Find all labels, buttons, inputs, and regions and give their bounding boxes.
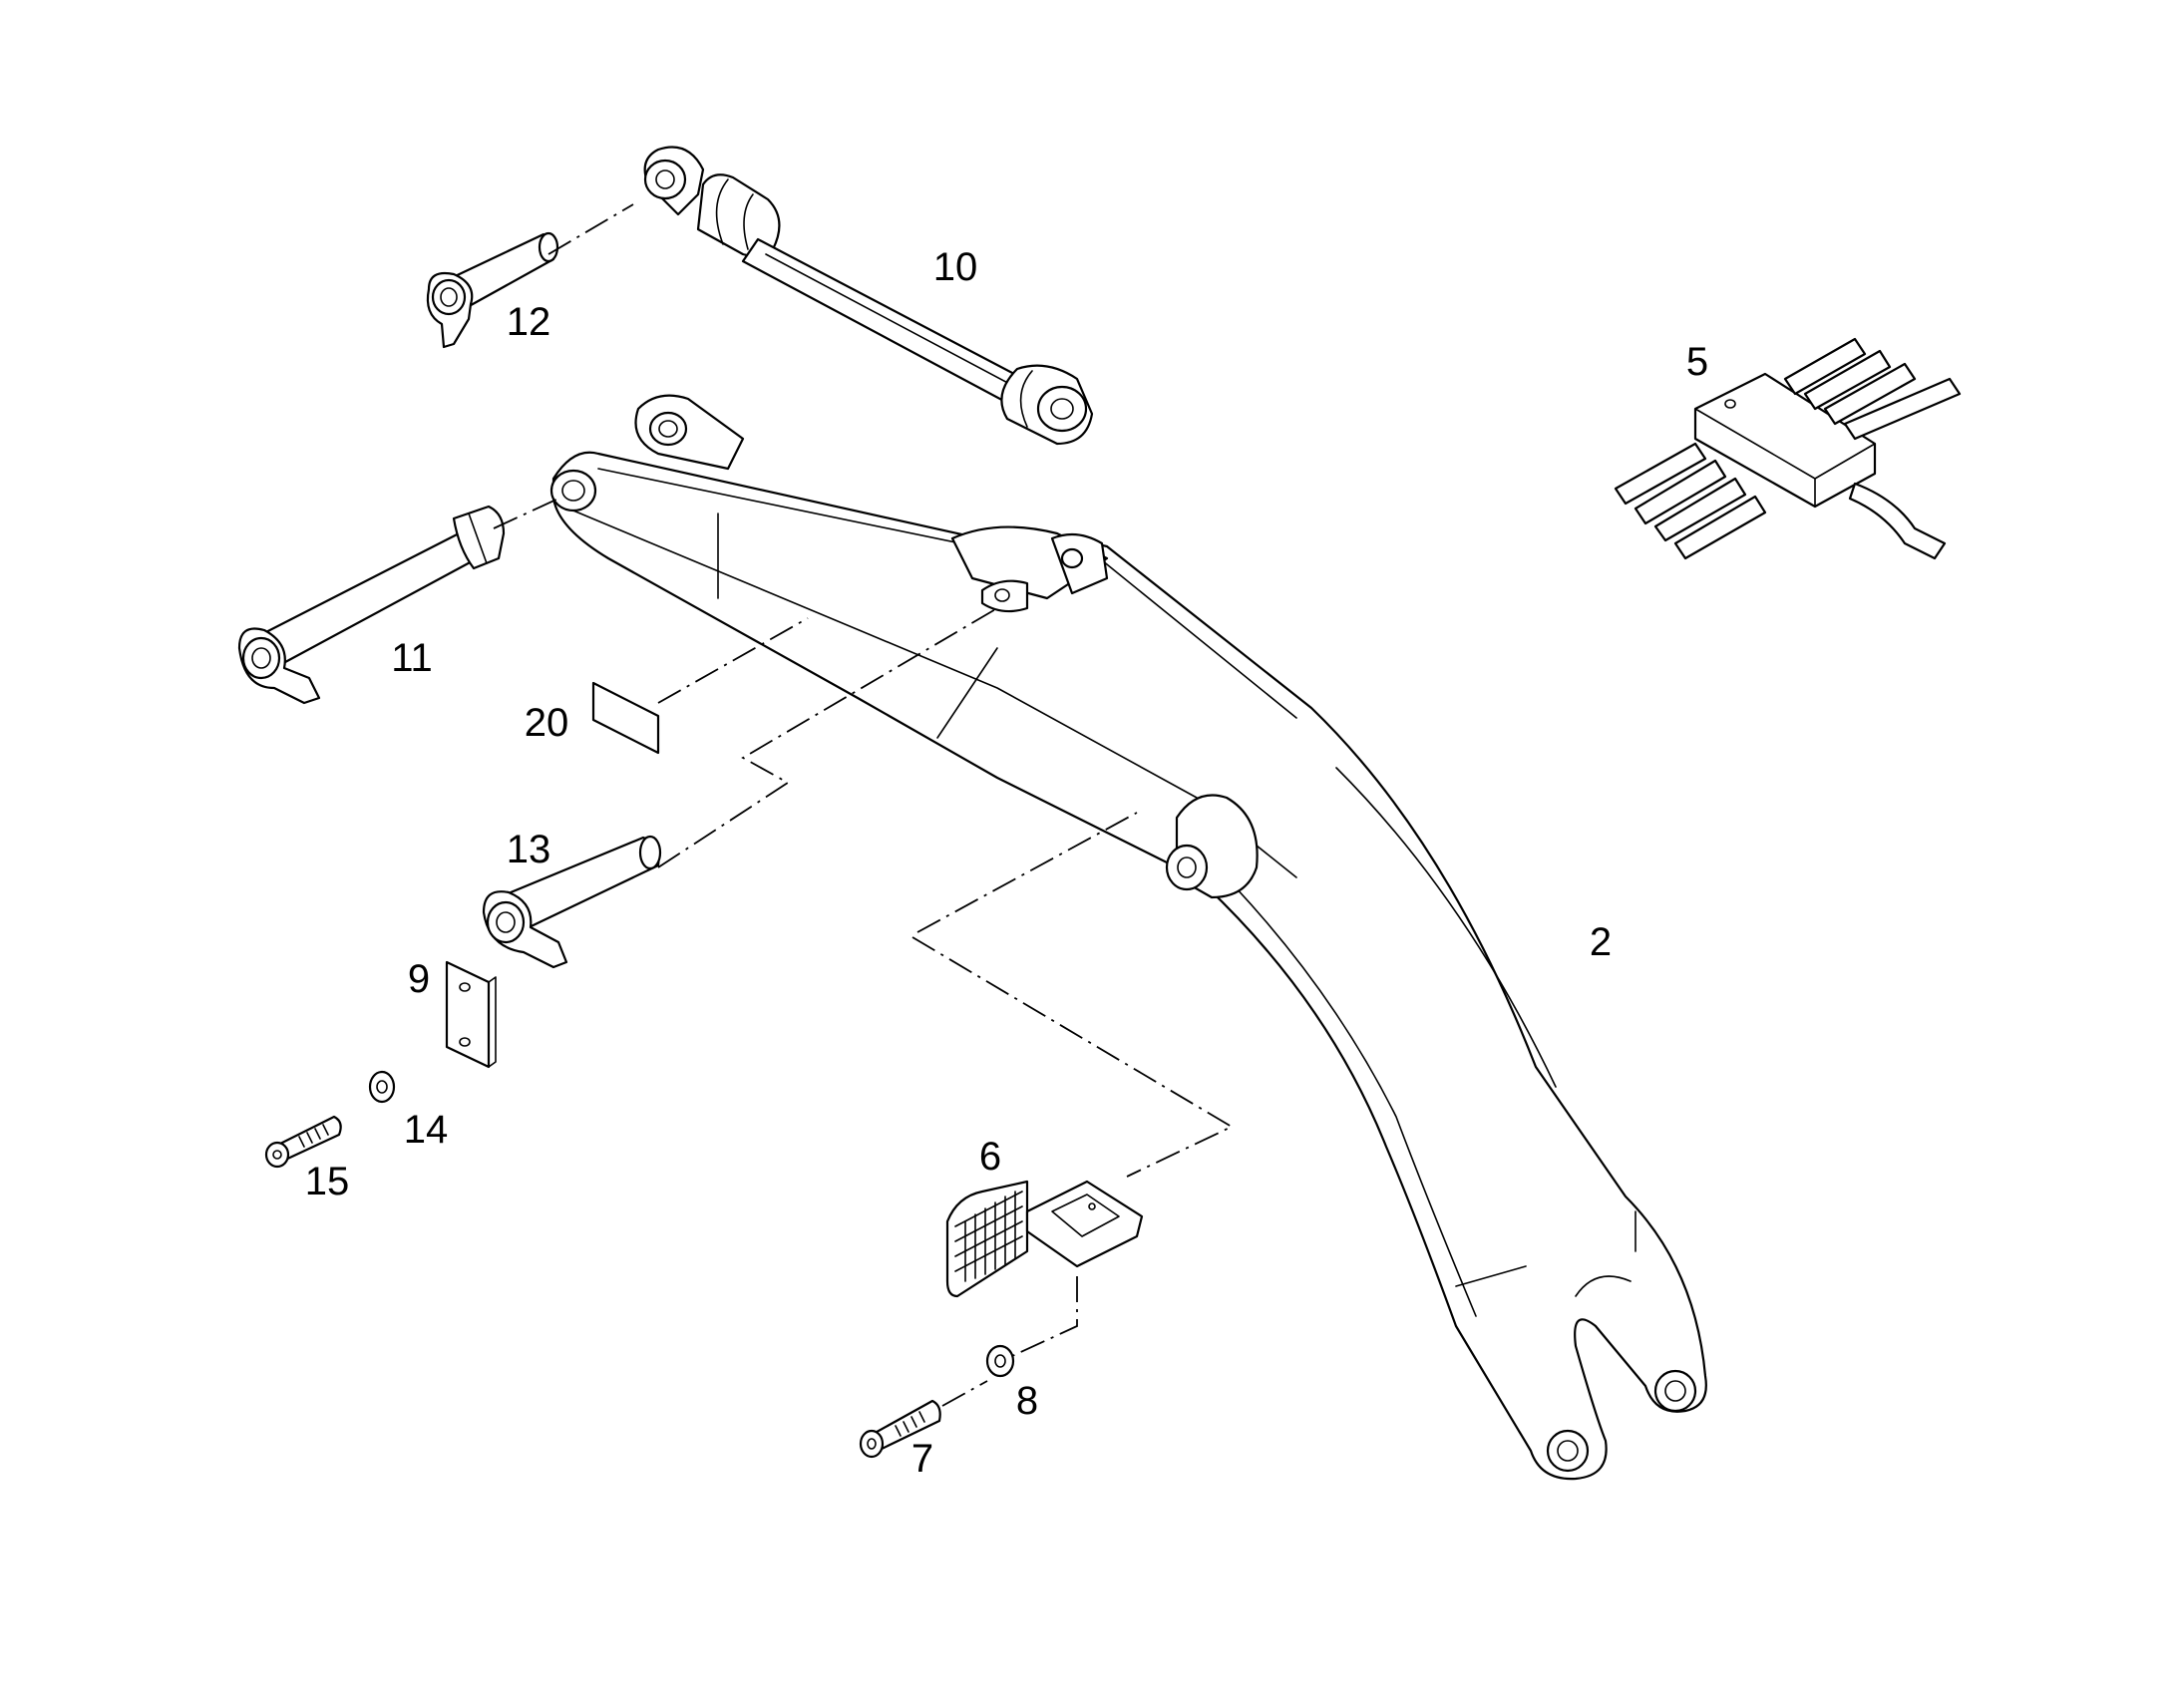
callout-10: 10	[932, 245, 978, 289]
callout-8: 8	[1015, 1379, 1039, 1423]
part-9-plate	[445, 960, 497, 1069]
callout-20: 20	[524, 701, 569, 745]
callout-12: 12	[506, 300, 551, 344]
callout-14: 14	[403, 1108, 449, 1152]
part-14-washer	[368, 1070, 396, 1104]
callout-15: 15	[304, 1160, 350, 1203]
part-7-bolt	[859, 1399, 941, 1459]
callout-13: 13	[506, 828, 551, 871]
callout-7: 7	[910, 1437, 934, 1481]
callout-9: 9	[407, 957, 431, 1001]
part-15-bolt	[264, 1115, 342, 1169]
part-12-pin	[426, 231, 559, 349]
callout-2: 2	[1589, 920, 1613, 964]
callout-11: 11	[391, 636, 433, 680]
callout-5: 5	[1685, 340, 1709, 384]
part-20-decal	[591, 681, 660, 755]
part-6-grille	[945, 1180, 1144, 1298]
part-11-pin	[237, 505, 506, 705]
part-10-cylinder	[643, 146, 1094, 446]
part-8-washer	[985, 1344, 1015, 1378]
part-13-pin	[482, 835, 662, 969]
part-5-valve-block	[1614, 337, 1962, 560]
part-2-boom	[549, 394, 1707, 1481]
callout-6: 6	[978, 1135, 1002, 1179]
assembly-lines	[493, 203, 1234, 1407]
